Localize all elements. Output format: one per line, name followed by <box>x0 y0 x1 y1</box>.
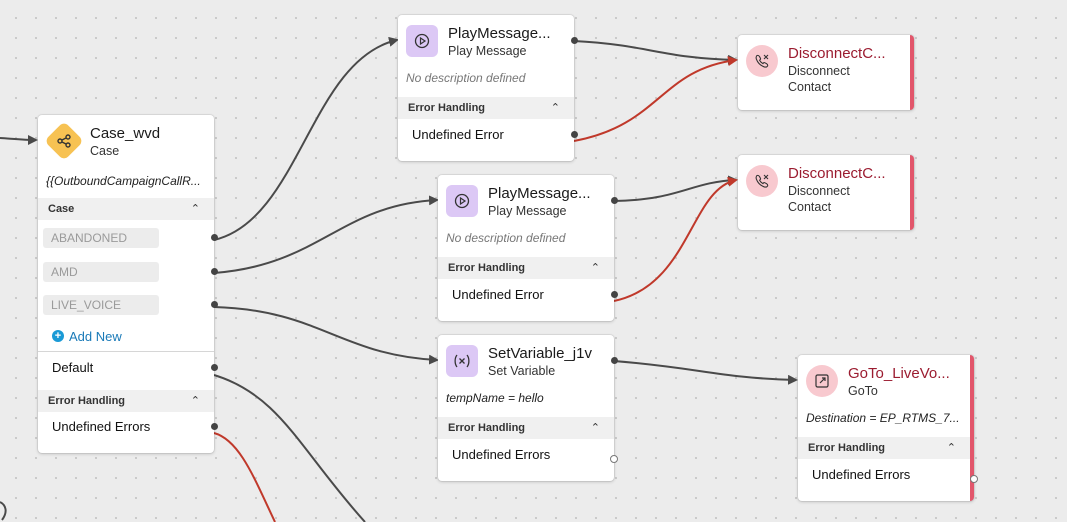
play1-output-port[interactable] <box>571 37 578 44</box>
setvar-description: tempName = hello <box>446 391 544 405</box>
play2-error-section-header[interactable]: Error Handling ⌃ <box>438 257 614 279</box>
case-option-amd[interactable]: AMD <box>38 262 218 282</box>
play2-description: No description defined <box>446 231 566 245</box>
variable-icon <box>446 345 478 377</box>
play2-error-output-port[interactable] <box>611 291 618 298</box>
chevron-up-icon[interactable]: ⌃ <box>550 102 560 114</box>
branch-icon <box>44 121 84 161</box>
disconnect-contact-node-1[interactable]: DisconnectC... Disconnect Contact <box>738 35 914 110</box>
chevron-up-icon[interactable]: ⌃ <box>590 422 600 434</box>
case-option-abandoned[interactable]: ABANDONED <box>38 228 218 248</box>
play1-description: No description defined <box>406 71 526 85</box>
edge-play2-error-to-disc2 <box>613 176 738 302</box>
chevron-up-icon[interactable]: ⌃ <box>190 395 200 407</box>
amd-output-port[interactable] <box>211 268 218 275</box>
edge-setvar-to-goto <box>613 360 798 385</box>
set-variable-node[interactable]: SetVariable_j1v Set Variable tempName = … <box>438 335 618 481</box>
play-message-node-1[interactable]: PlayMessage... Play Message No descripti… <box>398 15 578 161</box>
live-voice-output-port[interactable] <box>211 301 218 308</box>
play2-title: PlayMessage... <box>488 185 591 202</box>
goto-error-section-header[interactable]: Error Handling ⌃ <box>798 437 970 459</box>
play1-error-section-header[interactable]: Error Handling ⌃ <box>398 97 574 119</box>
edge-default <box>213 374 366 522</box>
edge-incoming <box>0 134 38 145</box>
goto-description: Destination = EP_RTMS_7... <box>806 411 960 425</box>
phone-disconnect-icon <box>746 165 778 197</box>
goto-subtitle: GoTo <box>848 384 878 398</box>
case-default-row[interactable]: Default <box>38 352 218 384</box>
case-subtitle: Case <box>90 144 120 158</box>
play2-undefined-error-row[interactable]: Undefined Error <box>438 279 618 311</box>
edge-livevoice-to-setvar <box>213 306 439 365</box>
play1-title: PlayMessage... <box>448 25 551 42</box>
setvar-undefined-errors-row[interactable]: Undefined Errors <box>438 439 618 471</box>
edge-play2-to-disc2 <box>613 175 738 202</box>
play-icon <box>406 25 438 57</box>
setvar-title: SetVariable_j1v <box>488 345 592 362</box>
case-title: Case_wvd <box>90 125 161 142</box>
edge-play1-to-disc1 <box>573 40 738 65</box>
disconnect-contact-node-2[interactable]: DisconnectC... Disconnect Contact <box>738 155 914 230</box>
play2-subtitle: Play Message <box>488 204 567 218</box>
case-section-label: Case <box>48 203 75 215</box>
play-message-node-2[interactable]: PlayMessage... Play Message No descripti… <box>438 175 618 321</box>
disc1-title: DisconnectC... <box>788 45 886 62</box>
plus-icon: + <box>52 330 64 342</box>
setvar-error-section-header[interactable]: Error Handling ⌃ <box>438 417 614 439</box>
goto-title: GoTo_LiveVo... <box>848 365 950 382</box>
chevron-up-icon[interactable]: ⌃ <box>946 442 956 454</box>
setvar-subtitle: Set Variable <box>488 364 556 378</box>
goto-undefined-errors-row[interactable]: Undefined Errors <box>798 459 978 491</box>
phone-disconnect-icon <box>746 45 778 77</box>
play2-output-port[interactable] <box>611 197 618 204</box>
setvar-error-output-port[interactable] <box>610 455 618 463</box>
case-undefined-errors-row[interactable]: Undefined Errors <box>38 412 218 442</box>
edge-case-error <box>213 432 276 522</box>
case-error-output-port[interactable] <box>211 423 218 430</box>
play1-subtitle: Play Message <box>448 44 527 58</box>
add-new-case-button[interactable]: + Add New <box>38 327 214 345</box>
edge-stub-left <box>0 501 7 521</box>
play1-undefined-error-row[interactable]: Undefined Error <box>398 119 578 151</box>
case-expression: {{OutboundCampaignCallR... <box>46 174 201 188</box>
goto-icon <box>806 365 838 397</box>
goto-error-output-port[interactable] <box>970 475 978 483</box>
setvar-output-port[interactable] <box>611 357 618 364</box>
case-error-section-header[interactable]: Error Handling ⌃ <box>38 390 214 412</box>
abandoned-output-port[interactable] <box>211 234 218 241</box>
play-icon <box>446 185 478 217</box>
disc2-title: DisconnectC... <box>788 165 886 182</box>
edge-amd-to-play2 <box>213 195 439 274</box>
default-output-port[interactable] <box>211 364 218 371</box>
play1-error-output-port[interactable] <box>571 131 578 138</box>
case-node[interactable]: Case_wvd Case {{OutboundCampaignCallR...… <box>38 115 218 453</box>
edge-play1-error-to-disc1 <box>573 56 738 142</box>
chevron-up-icon[interactable]: ⌃ <box>190 203 200 215</box>
edge-abandoned-to-play1 <box>213 36 399 241</box>
chevron-up-icon[interactable]: ⌃ <box>590 262 600 274</box>
case-section-header[interactable]: Case ⌃ <box>38 198 214 220</box>
case-option-live-voice[interactable]: LIVE_VOICE <box>38 295 218 315</box>
goto-node[interactable]: GoTo_LiveVo... GoTo Destination = EP_RTM… <box>798 355 978 501</box>
